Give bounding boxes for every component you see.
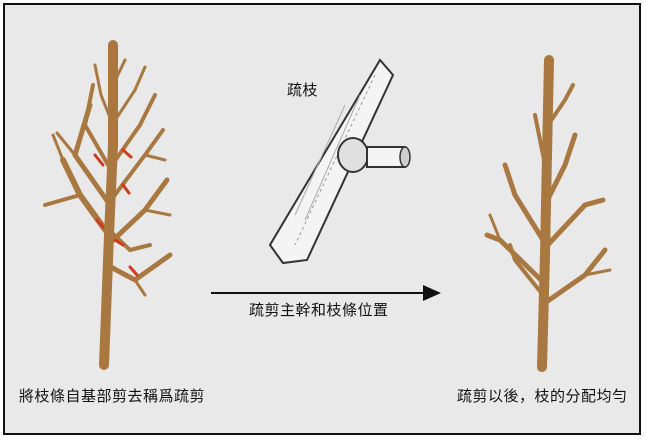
diagram-canvas [43,40,612,372]
detail-label: 疏枝 [287,81,319,99]
cut-marks [93,148,139,277]
tree-after-pruning-icon [484,55,612,372]
arrow-caption: 疏剪主幹和枝條位置 [249,301,389,319]
branch-cut-detail-icon [268,58,411,265]
right-arrow-icon [211,285,441,301]
right-caption: 疏剪以後，枝的分配均勻 [457,387,628,405]
diagram-frame: 疏枝 疏剪主幹和枝條位置 將枝條自基部剪去稱爲疏剪 疏剪以後，枝的分配均勻 [3,3,641,435]
left-caption: 將枝條自基部剪去稱爲疏剪 [19,387,206,405]
tree-before-pruning-icon [43,40,173,370]
